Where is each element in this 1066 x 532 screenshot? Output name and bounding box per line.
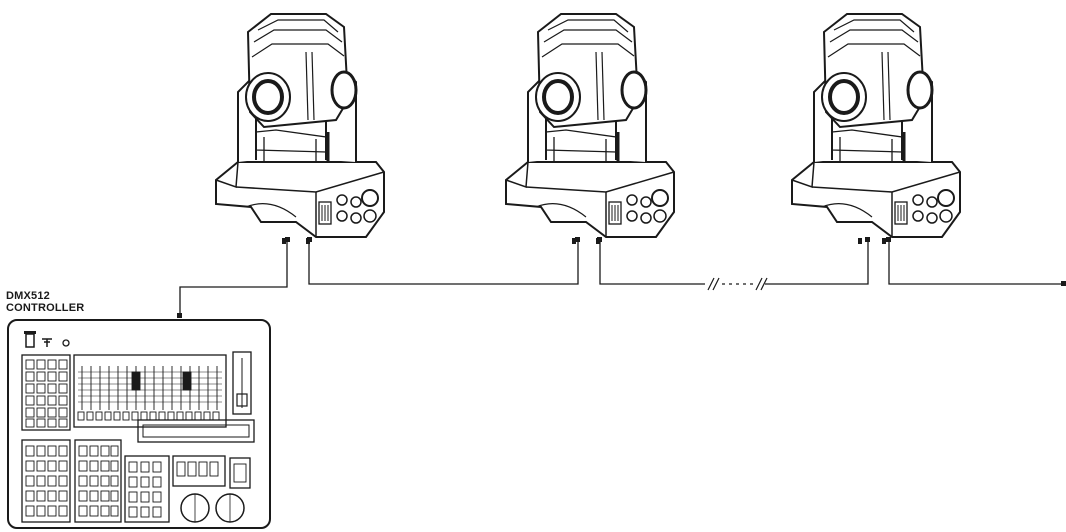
cable-break-mark-right bbox=[755, 277, 768, 291]
moving-head-fixture-1 bbox=[214, 12, 386, 246]
button-grid-bottom-3 bbox=[128, 461, 162, 518]
cable-end-dots bbox=[177, 237, 1066, 318]
dmx512-controller bbox=[7, 319, 271, 529]
dmx-cable-lines bbox=[179, 240, 1064, 316]
cable-fixture-3-out bbox=[888, 240, 1064, 285]
button-grid-bottom-1 bbox=[25, 445, 68, 517]
moving-head-fixture-3 bbox=[790, 12, 962, 246]
cable-break-to-fixture-3 bbox=[765, 240, 869, 285]
controller-label-line1: DMX512 bbox=[6, 290, 50, 302]
button-grid-left-top bbox=[25, 359, 68, 428]
moving-head-fixture-2 bbox=[504, 12, 676, 246]
cable-break-mark-left bbox=[707, 277, 720, 291]
button-grid-bottom-2 bbox=[78, 445, 119, 517]
fader-bank bbox=[77, 366, 222, 421]
controller-label: DMX512 CONTROLLER bbox=[6, 290, 84, 314]
cable-controller-to-fixture-1 bbox=[179, 240, 288, 316]
cable-fixture-2-to-break bbox=[599, 240, 705, 285]
cable-fixture-1-to-fixture-2 bbox=[308, 240, 579, 285]
controller-label-line2: CONTROLLER bbox=[6, 302, 85, 314]
